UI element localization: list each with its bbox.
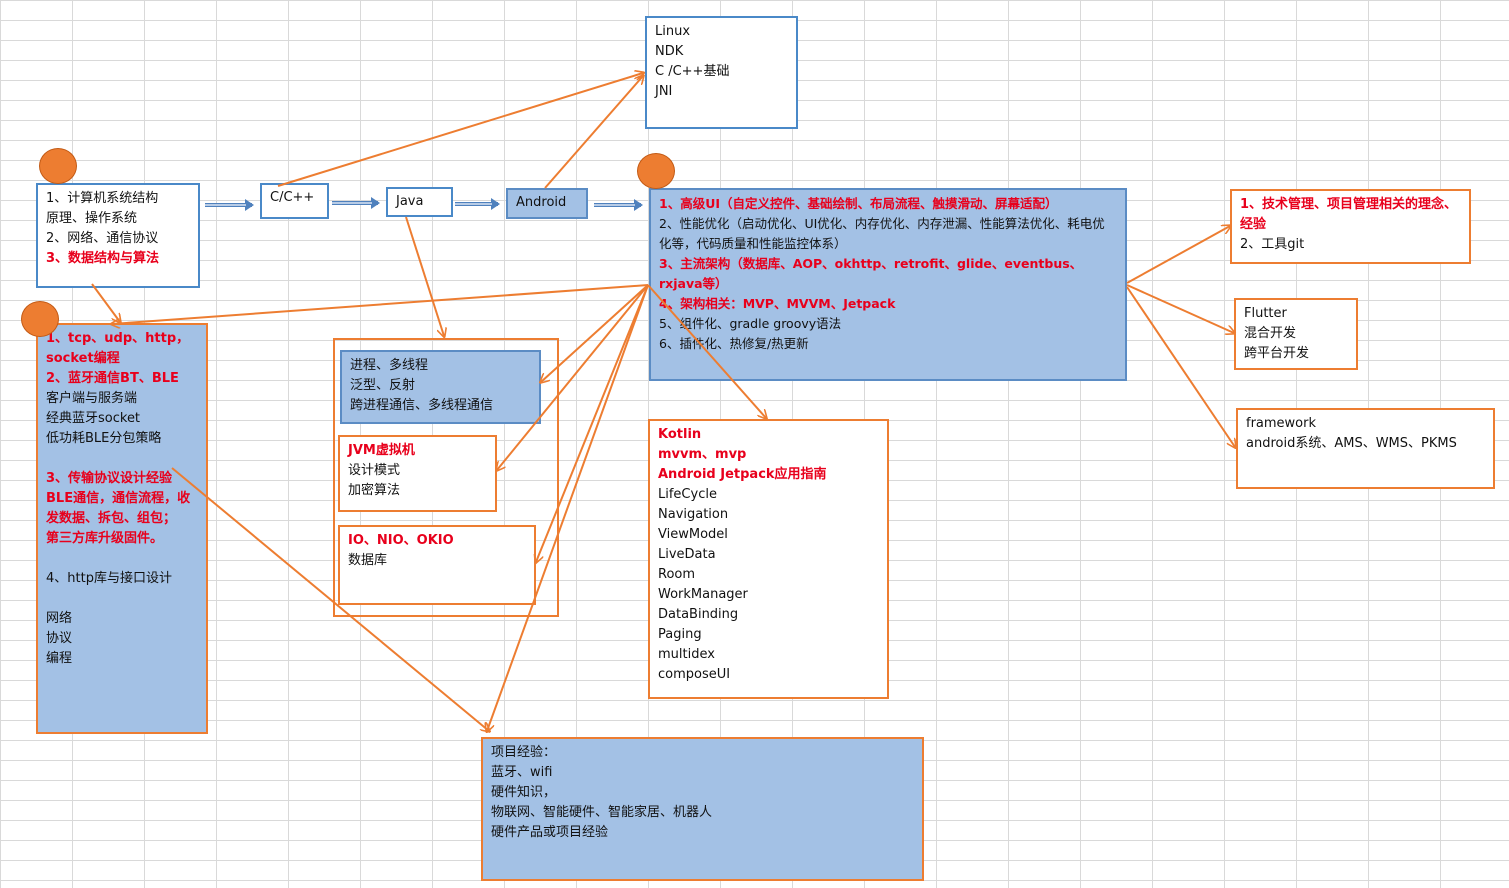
android-skills-box: 1、高级UI（自定义控件、基础绘制、布局流程、触摸滑动、屏幕适配） 2、性能优化（… xyxy=(649,188,1127,381)
jetpack-line: Room xyxy=(658,567,696,582)
arrow-skills-flutter xyxy=(1126,284,1234,333)
project-line: 蓝牙、wifi xyxy=(491,765,553,780)
android-skills-line: 4、架构相关：MVP、MVVM、Jetpack xyxy=(659,296,896,311)
native-line: C /C++基础 xyxy=(655,64,730,79)
iot-line xyxy=(46,449,198,469)
jetpack-line: LiveData xyxy=(658,547,716,562)
io-box: IO、NIO、OKIO 数据库 xyxy=(338,525,536,605)
arrow-skills-iot xyxy=(112,284,649,324)
arrow-cpp-native xyxy=(277,73,643,187)
flutter-box: Flutter 混合开发跨平台开发 xyxy=(1234,298,1358,370)
android-skills-line: 2、性能优化（启动优化、UI优化、内存优化、内存泄漏、性能算法优化、耗电优化等，… xyxy=(659,216,1105,251)
jetpack-line: multidex xyxy=(658,647,715,662)
jetpack-line: Paging xyxy=(658,627,702,642)
jetpack-line: composeUI xyxy=(658,667,731,682)
cpp-box: C/C++ xyxy=(260,183,329,219)
jetpack-line: Android Jetpack应用指南 xyxy=(658,467,827,482)
jvm-box: JVM虚拟机设计模式加密算法 xyxy=(338,435,497,512)
management-line: 2、工具git xyxy=(1240,237,1305,252)
android-skills-line: 6、插件化、热修复/热更新 xyxy=(659,336,809,351)
iot-box: 1、tcp、udp、http，socket编程 2、蓝牙通信BT、BLE 客户端与服… xyxy=(36,323,208,734)
framework-line: android系统、AMS、WMS、PKMS xyxy=(1246,436,1457,451)
android-skills-line: 1、高级UI（自定义控件、基础绘制、布局流程、触摸滑动、屏幕适配） xyxy=(659,196,1058,211)
native-line: NDK xyxy=(655,44,684,59)
jetpack-line: LifeCycle xyxy=(658,487,717,502)
native-line: Linux xyxy=(655,24,691,39)
iot-line: 经典蓝牙socket xyxy=(46,411,141,426)
iot-line: 4、http库与接口设计 xyxy=(46,571,172,586)
arrow-skills-management xyxy=(1126,226,1230,284)
fundamentals-line: 1、计算机系统结构 xyxy=(46,191,159,206)
java-threads-line: 跨进程通信、多线程通信 xyxy=(350,398,494,413)
iot-line xyxy=(46,589,198,609)
flutter-line: 混合开发 xyxy=(1244,326,1297,341)
framework-box: framework android系统、AMS、WMS、PKMS xyxy=(1236,408,1495,489)
java-threads-box: 进程、多线程泛型、反射跨进程通信、多线程通信 xyxy=(340,350,541,424)
flutter-line: Flutter xyxy=(1244,306,1287,321)
iot-line: 协议 xyxy=(46,631,73,646)
iot-line: 1、tcp、udp、http，socket编程 xyxy=(46,331,190,366)
jetpack-line: Kotlin xyxy=(658,427,702,442)
jetpack-line: mvvm、mvp xyxy=(658,447,747,462)
orange-marker-3 xyxy=(637,153,675,189)
iot-line: 客户端与服务端 xyxy=(46,391,138,406)
orange-marker-1 xyxy=(39,148,77,184)
project-line: 硬件知识， xyxy=(491,785,557,800)
project-line: 项目经验： xyxy=(491,745,557,760)
fundamentals-line: 3、数据结构与算法 xyxy=(46,251,160,266)
orange-marker-2 xyxy=(21,301,59,337)
flutter-line: 跨平台开发 xyxy=(1244,346,1310,361)
fundamentals-line: 2、网络、通信协议 xyxy=(46,231,159,246)
io-line: 数据库 xyxy=(348,553,388,568)
project-line: 物联网、智能硬件、智能家居、机器人 xyxy=(491,805,713,820)
cpp-line: C/C++ xyxy=(270,190,315,205)
framework-line: framework xyxy=(1246,416,1317,431)
management-line: 1、技术管理、项目管理相关的理念、经验 xyxy=(1240,197,1458,232)
android-box: Android xyxy=(506,188,588,219)
arrow-java-threads xyxy=(405,216,444,336)
iot-line: 第三方库升级固件。 xyxy=(46,531,164,546)
arrow-android-native xyxy=(544,76,643,189)
java-threads-line: 泛型、反射 xyxy=(350,378,416,393)
iot-line xyxy=(46,549,198,569)
iot-line: 低功耗BLE分包策略 xyxy=(46,431,162,446)
iot-line: 编程 xyxy=(46,651,73,666)
android-line: Android xyxy=(516,195,567,210)
native-line: JNI xyxy=(655,84,673,99)
arrow-skills-framework xyxy=(1126,286,1235,447)
jvm-line: JVM虚拟机 xyxy=(348,443,415,458)
java-box: Java xyxy=(386,187,453,217)
fundamentals-box: 1、计算机系统结构原理、操作系统 2、网络、通信协议 3、数据结构与算法 xyxy=(36,183,200,288)
iot-line: 3、传输协议设计经验BLE通信，通信流程，收发数据、拆包、组包； xyxy=(46,471,191,526)
java-line: Java xyxy=(396,194,424,209)
management-box: 1、技术管理、项目管理相关的理念、经验 2、工具git xyxy=(1230,189,1471,264)
android-skills-line: 3、主流架构（数据库、AOP、okhttp、retrofit、glide、eve… xyxy=(659,256,1083,291)
jetpack-line: Navigation xyxy=(658,507,729,522)
jetpack-line: DataBinding xyxy=(658,607,739,622)
iot-line: 2、蓝牙通信BT、BLE xyxy=(46,371,179,386)
jetpack-line: WorkManager xyxy=(658,587,748,602)
java-threads-line: 进程、多线程 xyxy=(350,358,429,373)
project-line: 硬件产品或项目经验 xyxy=(491,825,609,840)
android-skills-line: 5、组件化、gradle groovy语法 xyxy=(659,316,842,331)
jetpack-line: ViewModel xyxy=(658,527,728,542)
project-box: 项目经验： 蓝牙、wifi 硬件知识， 物联网、智能硬件、智能家居、机器人硬件产品或项… xyxy=(481,737,924,881)
jvm-line: 设计模式 xyxy=(348,463,401,478)
io-line: IO、NIO、OKIO xyxy=(348,533,454,548)
jvm-line: 加密算法 xyxy=(348,483,401,498)
iot-line: 网络 xyxy=(46,611,73,626)
arrow-fund-iot xyxy=(91,283,120,322)
fundamentals-line: 原理、操作系统 xyxy=(46,211,138,226)
